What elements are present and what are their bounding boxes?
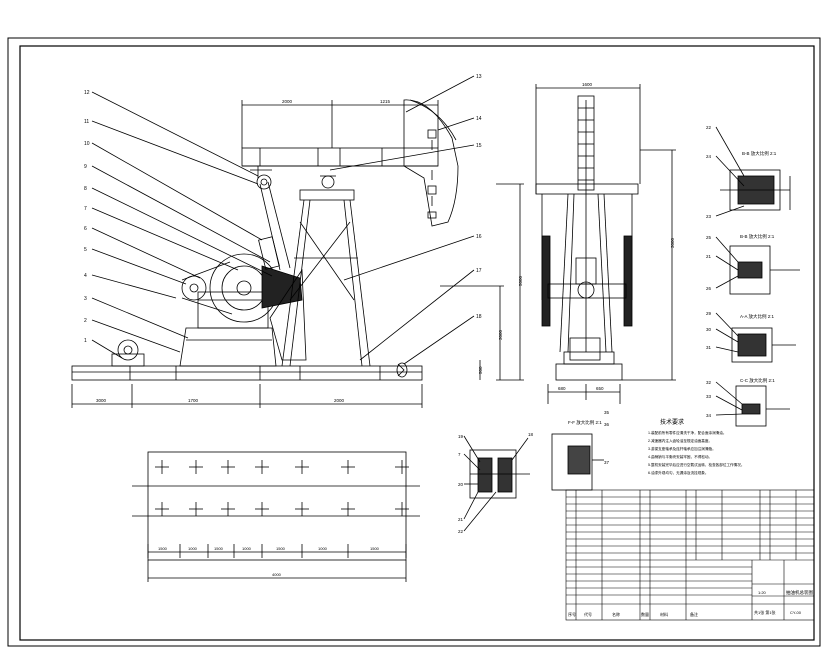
callout-numbers-left: 12 11 10 9 8 7 6 5 4 3 2 1	[84, 90, 90, 344]
side-dim-width: 1600	[582, 82, 593, 87]
detail-callout: 20	[458, 482, 464, 487]
callout-number: 7	[84, 206, 87, 212]
tech-note: 4.曲柄销与平衡块安装牢固，不得松动。	[648, 454, 712, 459]
tech-note: 3.游梁支座轴承及连杆轴承应加注润滑脂。	[648, 446, 716, 451]
callout-number: 5	[84, 247, 87, 253]
plan-dim: 1500	[214, 546, 224, 551]
tech-note: 2.减速器内注入齿轮油至规定油面高度。	[648, 438, 712, 443]
bom-header: 序号	[568, 611, 576, 617]
section-callout: 35	[604, 410, 610, 415]
callout-number: 16	[476, 234, 482, 240]
plan-dim: 1500	[276, 546, 286, 551]
plan-dimension-texts: 1500 1000 1500 1000 1500 1000 1500 4000	[158, 546, 380, 577]
tech-title: 技术要求	[660, 418, 684, 426]
callout-number: 13	[476, 74, 482, 80]
section-callout: 21	[706, 254, 712, 259]
section-callout: 29	[706, 311, 712, 316]
callout-number: 10	[84, 141, 90, 147]
section-callout: 24	[706, 154, 712, 159]
bom-header: 名称	[612, 611, 620, 617]
section-callout: 31	[706, 345, 712, 350]
outer-border	[7, 37, 821, 647]
callout-number: 4	[84, 273, 87, 279]
callout-number: 17	[476, 268, 482, 274]
technical-requirements: 技术要求 1.装配前所有零件应清洗干净，配合面涂润滑油。 2.减速器内注入齿轮油…	[648, 418, 744, 475]
bom-header: 代号	[584, 611, 592, 617]
anchor-bolt-marks	[155, 460, 409, 516]
tech-note: 6.油漆外观均匀，无漏涂及流挂现象。	[648, 470, 709, 475]
bom-table	[565, 489, 815, 621]
section-callout: 36	[604, 422, 610, 427]
dim-height-2: 3000	[498, 329, 503, 340]
inner-border	[19, 45, 815, 641]
tech-note: 1.装配前所有零件应清洗干净，配合面涂润滑油。	[648, 430, 726, 435]
detail-callouts: 19 7 20 21 22 18	[458, 432, 534, 534]
callout-number: 8	[84, 186, 87, 192]
section-callout: 30	[706, 327, 712, 332]
drawing-number: CY-00	[790, 610, 802, 615]
side-dim-base-right: 650	[596, 386, 604, 391]
plan-total-dim: 4000	[272, 572, 282, 577]
section-label-bb2: B-B 放大比例 2:1	[740, 233, 775, 240]
callout-number: 18	[476, 314, 482, 320]
section-details	[463, 126, 800, 532]
callout-number: 2	[84, 318, 87, 324]
callout-number: 9	[84, 164, 87, 170]
detail-callout: 22	[458, 529, 464, 534]
bom-header: 数量	[641, 611, 649, 617]
callout-number: 14	[476, 116, 482, 122]
section-label-bb: B-B 放大比例 2:1	[742, 150, 777, 157]
dim-bottom-3: 2000	[334, 398, 345, 403]
side-dim-height: 3000	[670, 237, 675, 248]
dimension-texts: 2000 1215 3000 1700 2000 5000 3000 500 1…	[96, 82, 675, 403]
section-callout: 34	[706, 413, 712, 418]
plan-dim: 1000	[188, 546, 198, 551]
detail-callout: 19	[458, 434, 464, 439]
section-callout: 32	[706, 380, 712, 385]
drawing-sheet: 共1张 第1张	[754, 609, 776, 615]
section-callout: 25	[706, 235, 712, 240]
callout-number: 12	[84, 90, 90, 96]
bom-header: 备注	[690, 611, 698, 617]
dim-height-3: 500	[478, 366, 483, 374]
drawing-scale: 1:20	[758, 590, 767, 595]
bom-header: 材料	[660, 611, 668, 617]
detail-callout: 7	[458, 452, 461, 457]
title-block-texts: 序号 代号 名称 数量 材料 备注 抽油机总装图 1:20 共1张 第1张 CY…	[568, 589, 813, 617]
callout-number: 11	[84, 119, 89, 125]
dim-height-1: 5000	[518, 275, 523, 286]
callout-number: 6	[84, 226, 87, 232]
callout-number: 15	[476, 143, 482, 149]
callout-numbers-right: 13 14 15 16 17 18	[476, 74, 482, 320]
section-callout: 23	[706, 214, 712, 219]
plan-dim: 1500	[370, 546, 380, 551]
dim-top-left: 2000	[282, 99, 293, 104]
section-label-cc: C-C 放大比例 2:1	[740, 377, 775, 384]
section-callout: 22	[706, 125, 712, 130]
dim-bottom-2: 1700	[188, 398, 199, 403]
dim-bottom-1: 3000	[96, 398, 107, 403]
side-dim-base-left: 680	[558, 386, 566, 391]
callout-number: 3	[84, 296, 87, 302]
section-callout: 33	[706, 394, 712, 399]
detail-callout: 21	[458, 517, 464, 522]
section-texts: B-B 放大比例 2:1 B-B 放大比例 2:1 A-A 放大比例 2:1 C…	[568, 125, 777, 465]
drawing-title: 抽油机总装图	[786, 589, 813, 596]
detail-callout: 18	[528, 432, 534, 437]
section-callout: 26	[706, 286, 712, 291]
section-callout: 37	[604, 460, 610, 465]
section-label-ff: F-F 放大比例 2:1	[568, 419, 602, 426]
plan-dim: 1000	[242, 546, 252, 551]
plan-dim: 1500	[158, 546, 168, 551]
plan-dim: 1000	[318, 546, 328, 551]
dim-top-right: 1215	[380, 99, 391, 104]
side-view	[535, 84, 676, 404]
callout-number: 1	[84, 338, 87, 344]
main-elevation-view	[71, 75, 524, 408]
section-label-aa: A-A 放大比例 2:1	[740, 313, 775, 320]
foundation-plan	[132, 451, 420, 582]
tech-note: 5.整机安装完毕后应进行空载试运转，检查各部位工作情况。	[648, 462, 744, 467]
